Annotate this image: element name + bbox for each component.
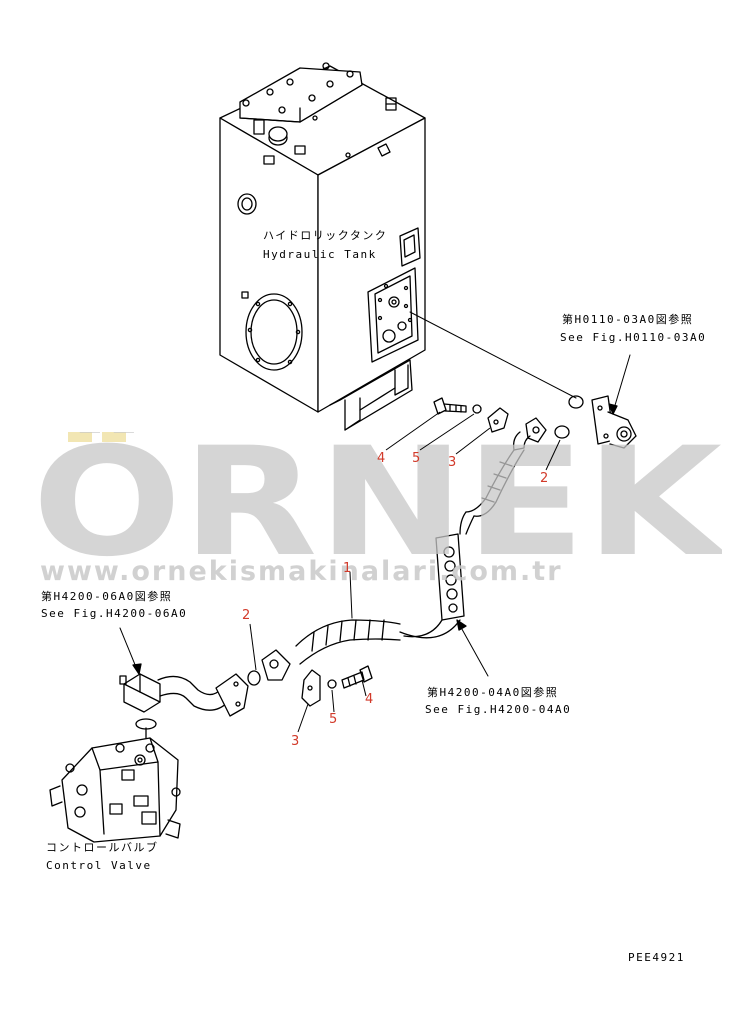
part-number-lower-oring: 2 bbox=[242, 608, 251, 623]
ref-h4200-04-label-en: See Fig.H4200-04A0 bbox=[425, 703, 572, 716]
hydraulic-hose bbox=[295, 449, 525, 665]
part-number-lower-washer: 5 bbox=[329, 712, 338, 727]
watermark-logo: ÖRNEK bbox=[32, 432, 722, 572]
ref-h4200-06-label-jp: 第H4200-06A0図参照 bbox=[41, 590, 173, 603]
hydraulic-tank-label-en: Hydraulic Tank bbox=[263, 248, 377, 261]
control-valve bbox=[49, 727, 181, 843]
watermark-brand: ÖRNEK bbox=[32, 432, 722, 572]
upper-bolt bbox=[433, 397, 467, 415]
ref-h4200-04-label-jp: 第H4200-04A0図参照 bbox=[427, 686, 559, 699]
part-number-lower-bolt: 4 bbox=[365, 692, 374, 707]
part-number-upper-oring: 2 bbox=[540, 471, 549, 486]
control-valve-label-jp: コントロールバルブ bbox=[46, 841, 159, 854]
ref-h0110-label-en: See Fig.H0110-03A0 bbox=[560, 331, 707, 344]
ref-h0110-label-jp: 第H0110-03A0図参照 bbox=[562, 313, 694, 326]
lower-bolt bbox=[341, 665, 373, 689]
part-number-hose: 1 bbox=[343, 561, 352, 576]
tank-flange-adapter bbox=[591, 395, 637, 449]
drawing-code: PEE4921 bbox=[628, 951, 685, 964]
part-number-lower-clamp: 3 bbox=[291, 734, 300, 749]
hydraulic-tank-label-jp: ハイドロリックタンク bbox=[263, 229, 388, 242]
elbow-tube bbox=[119, 673, 249, 717]
watermark-url: www.ornekismakinalari.com.tr bbox=[40, 556, 563, 587]
part-number-upper-bolt: 4 bbox=[377, 451, 386, 466]
part-number-upper-washer: 5 bbox=[412, 451, 421, 466]
control-valve-label-en: Control Valve bbox=[46, 859, 152, 872]
ref-h4200-06-label-en: See Fig.H4200-06A0 bbox=[41, 607, 188, 620]
hydraulic-tank bbox=[219, 62, 426, 431]
part-number-upper-clamp: 3 bbox=[448, 455, 457, 470]
upper-hose-fitting bbox=[512, 417, 547, 451]
